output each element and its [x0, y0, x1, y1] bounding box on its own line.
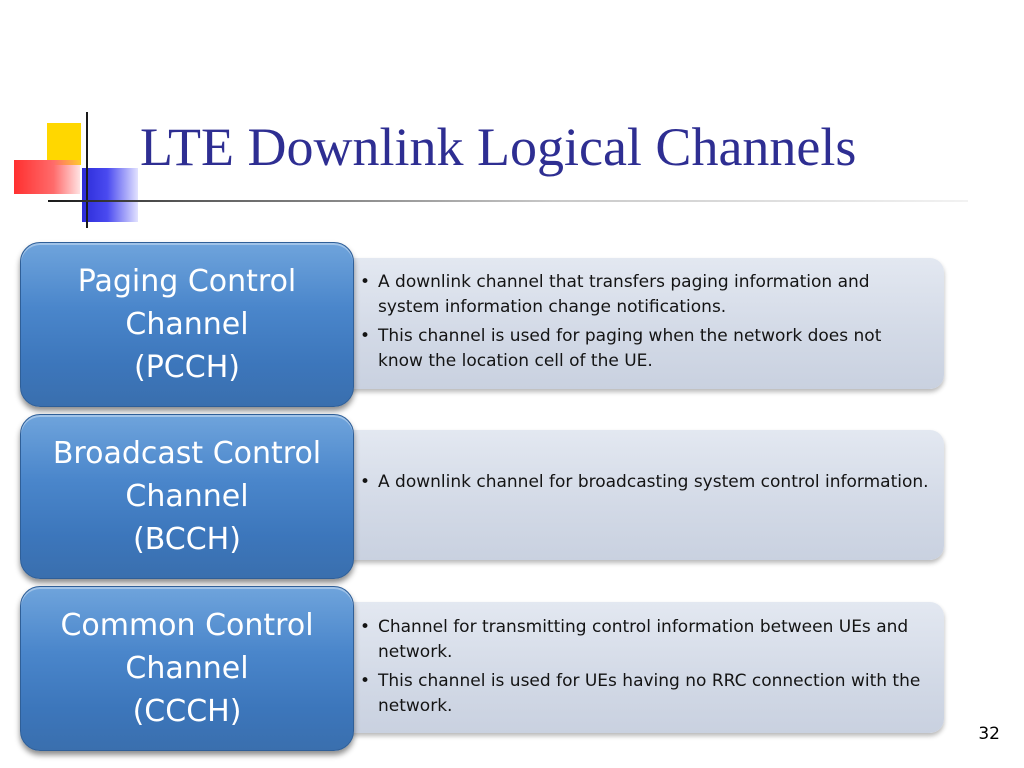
decorative-blue-square — [82, 168, 138, 222]
bullet-list: Channel for transmitting control informa… — [360, 615, 930, 723]
decorative-yellow-square — [47, 123, 81, 165]
channel-abbreviation: (PCCH) — [134, 350, 240, 385]
channel-name-line: Broadcast Control — [52, 436, 322, 471]
bullet-list: A downlink channel for broadcasting syst… — [360, 470, 930, 499]
channel-name: Paging Control Channel (PCCH) — [21, 260, 353, 389]
bullet-item: A downlink channel that transfers paging… — [360, 270, 930, 320]
channel-row-pcch: A downlink channel that transfers paging… — [0, 240, 1024, 410]
channel-name-line: Common Control — [60, 608, 314, 643]
channel-abbreviation: (CCCH) — [132, 694, 242, 729]
decorative-vertical-line — [86, 112, 88, 228]
page-number: 32 — [978, 724, 1000, 744]
bullet-item: This channel is used for UEs having no R… — [360, 669, 930, 719]
bullet-item: A downlink channel for broadcasting syst… — [360, 470, 930, 495]
channel-description-box: A downlink channel that transfers paging… — [300, 258, 944, 389]
channel-name-line: Paging Control — [77, 264, 297, 299]
channel-description-box: Channel for transmitting control informa… — [300, 602, 944, 733]
channel-row-bcch: A downlink channel for broadcasting syst… — [0, 412, 1024, 582]
channel-abbreviation: (BCCH) — [133, 522, 241, 557]
bullet-item: Channel for transmitting control informa… — [360, 615, 930, 665]
channel-name-box: Common Control Channel (CCCH) — [20, 586, 354, 751]
channel-name-box: Paging Control Channel (PCCH) — [20, 242, 354, 407]
channel-name-line: Channel — [125, 651, 249, 686]
bullet-list: A downlink channel that transfers paging… — [360, 270, 930, 378]
title-underline — [48, 200, 968, 202]
channel-name-line: Channel — [125, 307, 249, 342]
slide-title: LTE Downlink Logical Channels — [140, 117, 857, 177]
bullet-item: This channel is used for paging when the… — [360, 324, 930, 374]
channel-row-ccch: Channel for transmitting control informa… — [0, 584, 1024, 754]
channel-name: Broadcast Control Channel (BCCH) — [21, 432, 353, 561]
channel-description-box: A downlink channel for broadcasting syst… — [300, 430, 944, 560]
channel-name-box: Broadcast Control Channel (BCCH) — [20, 414, 354, 579]
channel-name-line: Channel — [125, 479, 249, 514]
channel-name: Common Control Channel (CCCH) — [21, 604, 353, 733]
decorative-red-square — [14, 160, 80, 194]
